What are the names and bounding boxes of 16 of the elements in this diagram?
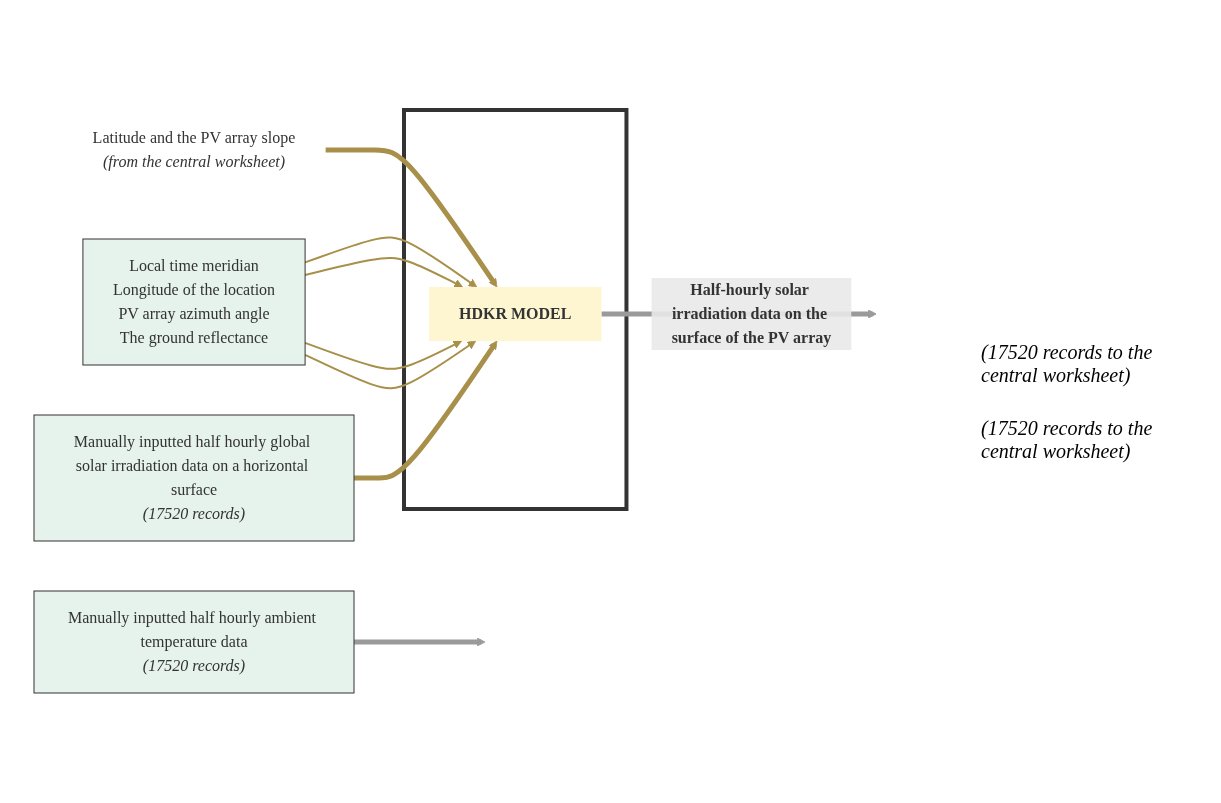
node-box: Manually inputted half hourly global solar irradiation data on a horizontal surface (17520 records) [33,414,355,542]
node-box: Local time meridian Longitude of the location PV array azimuth angle The ground reflectance [82,238,306,366]
arrow [304,340,477,390]
note-text: (17520 records to the central worksheet) [981,340,1154,387]
arrow [325,147,498,288]
arrow [354,637,486,647]
node-box: Manually inputted half hourly ambient temperature data (17520 records) [33,590,355,694]
node-box: HDKR MODEL [429,287,602,341]
arrow [354,340,498,481]
edge-label: Half-hourly solar irradiation data on the surface of the PV array [671,281,832,346]
node-text: Latitude and the PV array slope (from the central worksheet) [92,129,296,170]
cluster [402,108,629,511]
arrow [304,236,478,288]
arrow [304,256,464,288]
note-text: (17520 records to the central worksheet) [981,416,1154,463]
arrow [304,340,463,370]
